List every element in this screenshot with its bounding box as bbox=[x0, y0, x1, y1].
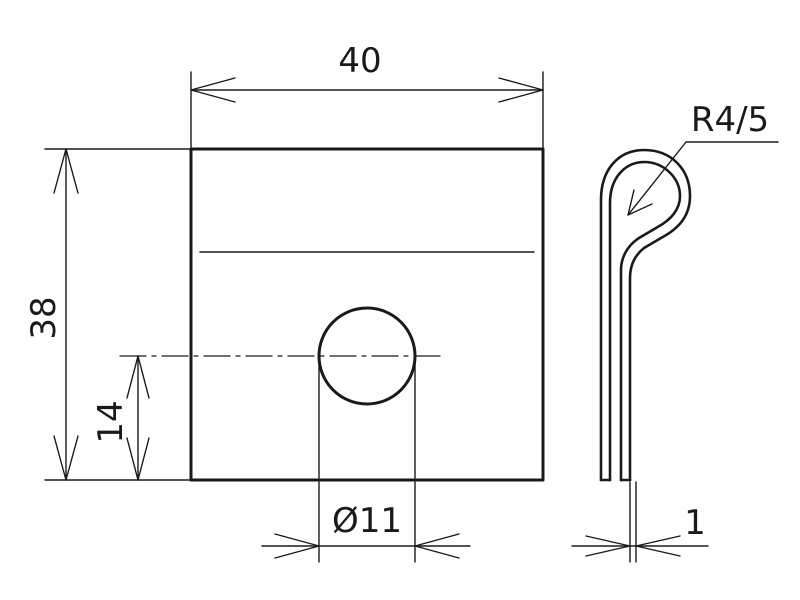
diameter-arrow-right bbox=[414, 533, 460, 559]
thickness-arrow-right bbox=[635, 535, 681, 557]
width-dimension bbox=[190, 71, 544, 150]
radius-label: R4/5 bbox=[691, 100, 769, 140]
width-arrow-left bbox=[190, 77, 236, 103]
clip-inner-line bbox=[608, 160, 682, 482]
thickness-label: 1 bbox=[684, 503, 706, 543]
width-label: 40 bbox=[338, 41, 381, 81]
hole-offset-label: 14 bbox=[91, 400, 131, 443]
width-arrow-right bbox=[498, 77, 544, 103]
offset-arrow-top bbox=[126, 355, 150, 399]
plate-outline bbox=[189, 147, 545, 482]
diameter-arrow-left bbox=[274, 533, 320, 559]
offset-arrow-bottom bbox=[126, 437, 150, 481]
height-arrow-bottom bbox=[53, 435, 79, 481]
height-arrow-top bbox=[53, 148, 79, 194]
hole-diameter-dimension bbox=[261, 355, 471, 563]
radius-arrow bbox=[627, 189, 653, 216]
thickness-dimension bbox=[571, 481, 709, 563]
radius-dimension bbox=[627, 141, 779, 216]
clip-side-view bbox=[599, 148, 692, 482]
hole-diameter-label: Ø11 bbox=[332, 501, 402, 541]
height-label: 38 bbox=[24, 296, 64, 339]
thickness-arrow-left bbox=[585, 535, 631, 557]
clip-outer-line bbox=[599, 148, 692, 482]
height-dimension bbox=[44, 148, 192, 481]
hole-offset-dimension bbox=[126, 355, 150, 481]
